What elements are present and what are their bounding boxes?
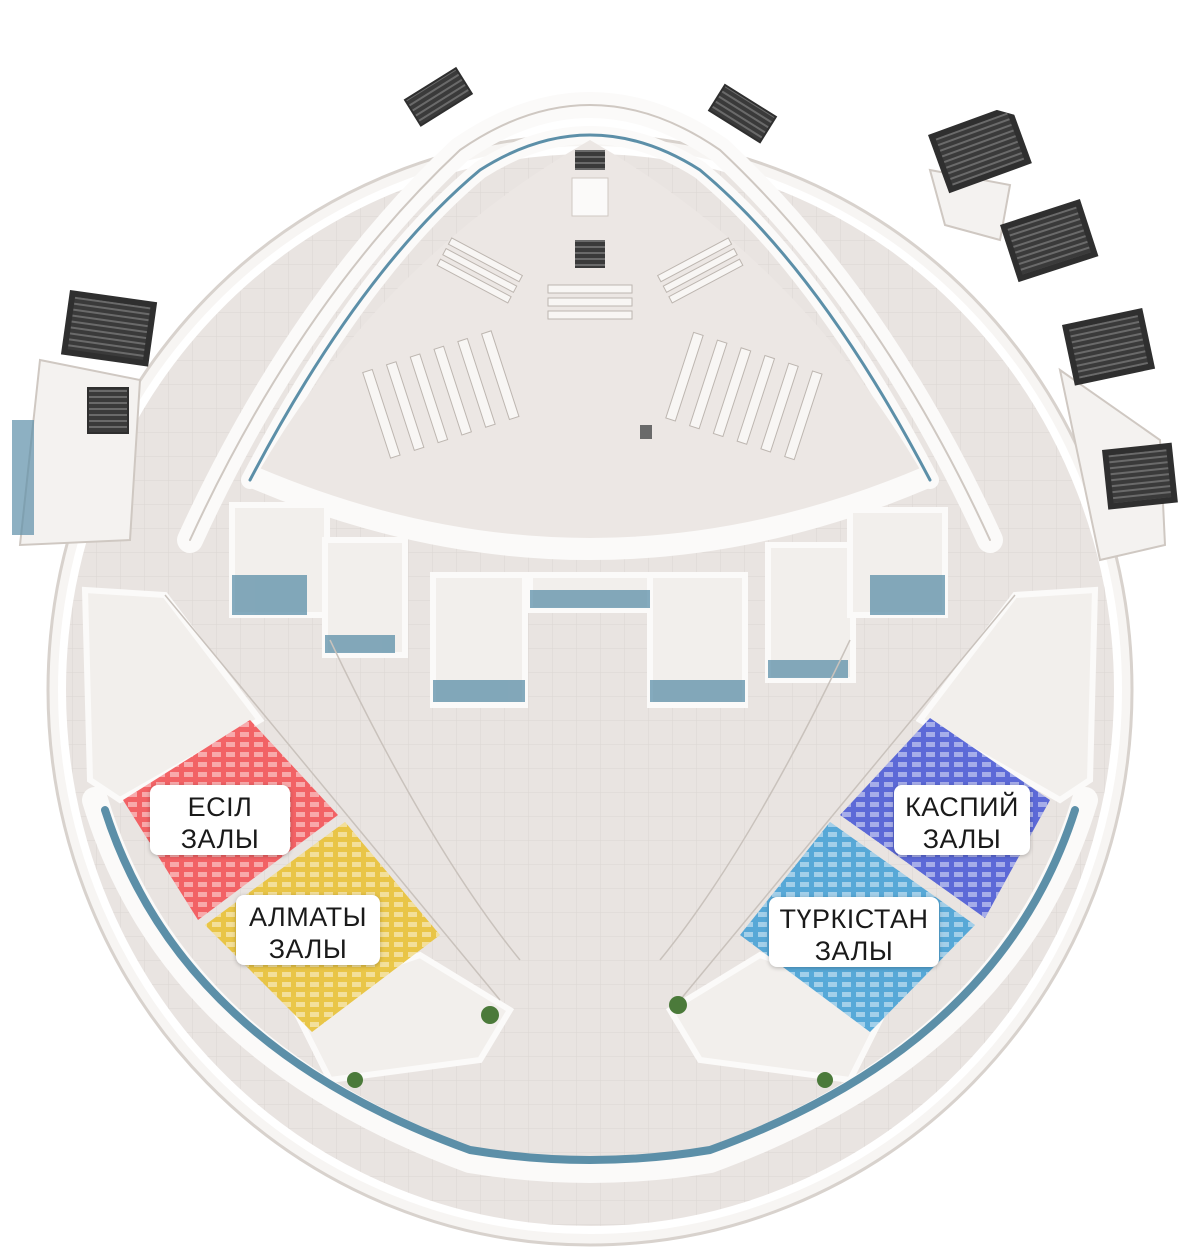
corridor-lines [164, 594, 1016, 1001]
hall-label-kaspiy-name: КАСПИЙ [905, 792, 1019, 822]
hall-label-almaty[interactable]: АЛМАТЫ ЗАЛЫ [236, 895, 380, 965]
hall-label-turkistan-name: ТҮРКІСТАН [779, 904, 929, 934]
auditorium [250, 140, 930, 560]
rooftop-units [60, 66, 1178, 510]
glass-facades [232, 575, 945, 702]
hall-label-esil[interactable]: ЕСІЛ ЗАЛЫ [150, 785, 290, 855]
hall-label-esil-suffix: ЗАЛЫ [180, 824, 260, 854]
hall-label-almaty-suffix: ЗАЛЫ [268, 934, 348, 964]
planter-icons [347, 996, 833, 1088]
upper-wall-ring [125, 33, 1055, 553]
hall-label-kaspiy-suffix: ЗАЛЫ [922, 824, 1002, 854]
hall-label-kaspiy[interactable]: КАСПИЙ ЗАЛЫ [894, 785, 1030, 855]
hall-label-turkistan-suffix: ЗАЛЫ [814, 936, 894, 966]
hall-label-turkistan[interactable]: ТҮРКІСТАН ЗАЛЫ [769, 897, 939, 967]
hall-label-almaty-name: АЛМАТЫ [248, 902, 368, 932]
lower-facade [82, 787, 1098, 1183]
hall-label-esil-name: ЕСІЛ [187, 792, 253, 822]
